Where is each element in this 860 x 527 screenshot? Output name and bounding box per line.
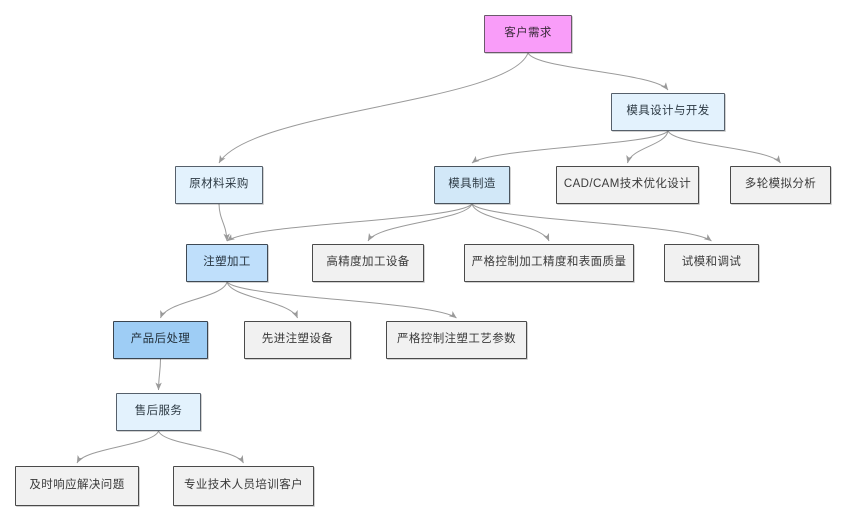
flow-node-strict_params[interactable]: 严格控制注塑工艺参数 — [386, 321, 527, 359]
flow-node-customer_demand[interactable]: 客户需求 — [484, 15, 572, 53]
flow-node-label: 原材料采购 — [189, 178, 249, 191]
flow-node-high_precision_eq[interactable]: 高精度加工设备 — [312, 244, 424, 282]
flow-edge-mold_design-to-cad_cam — [626, 130, 669, 164]
flow-node-label: CAD/CAM技术优化设计 — [563, 178, 692, 191]
flow-node-label: 多轮模拟分析 — [744, 178, 817, 191]
flow-edge-injection-to-post_process — [160, 281, 228, 319]
flow-node-post_process[interactable]: 产品后处理 — [113, 321, 208, 359]
flow-edge-mold_design-to-multi_sim — [667, 130, 781, 164]
flow-edge-injection-to-advanced_eq — [226, 281, 298, 319]
flow-node-label: 模具制造 — [448, 178, 496, 191]
flow-edge-mold_design-to-mold_manufacture — [471, 130, 669, 164]
flow-node-injection[interactable]: 注塑加工 — [186, 244, 268, 282]
flow-node-label: 注塑加工 — [203, 256, 251, 269]
flow-node-label: 严格控制加工精度和表面质量 — [471, 256, 627, 269]
flow-edge-mold_manufacture-to-injection — [226, 203, 473, 242]
flow-node-strict_machining[interactable]: 严格控制加工精度和表面质量 — [464, 244, 634, 282]
flow-node-label: 售后服务 — [134, 405, 183, 418]
flow-edge-after_sales-to-staff_training — [158, 430, 244, 464]
flow-node-label: 先进注塑设备 — [261, 333, 334, 346]
flow-edge-raw_material-to-injection — [218, 203, 230, 242]
flow-edge-customer_demand-to-raw_material — [218, 52, 529, 164]
flow-edge-injection-to-strict_params — [226, 281, 457, 319]
flow-edge-after_sales-to-quick_response — [76, 430, 159, 464]
flow-node-label: 试模和调试 — [681, 256, 742, 269]
flow-node-label: 及时响应解决问题 — [29, 479, 125, 492]
flow-node-trial_mold[interactable]: 试模和调试 — [664, 244, 759, 282]
flow-edge-mold_manufacture-to-strict_machining — [471, 203, 550, 242]
flow-node-staff_training[interactable]: 专业技术人员培训客户 — [173, 466, 314, 506]
flow-node-label: 产品后处理 — [130, 333, 191, 346]
flow-node-mold_design[interactable]: 模具设计与开发 — [611, 93, 725, 131]
flow-node-after_sales[interactable]: 售后服务 — [116, 393, 201, 431]
flow-node-label: 客户需求 — [504, 27, 552, 40]
flow-node-multi_sim[interactable]: 多轮模拟分析 — [730, 166, 831, 204]
flow-node-cad_cam[interactable]: CAD/CAM技术优化设计 — [556, 166, 699, 204]
flow-edge-post_process-to-after_sales — [155, 358, 162, 391]
flow-node-raw_material[interactable]: 原材料采购 — [175, 166, 263, 204]
flow-node-mold_manufacture[interactable]: 模具制造 — [434, 166, 510, 204]
flow-node-advanced_eq[interactable]: 先进注塑设备 — [244, 321, 351, 359]
flow-node-label: 严格控制注塑工艺参数 — [397, 333, 516, 346]
flow-edge-mold_manufacture-to-trial_mold — [471, 203, 712, 242]
flow-edge-mold_manufacture-to-high_precision_eq — [367, 203, 473, 242]
flow-node-label: 模具设计与开发 — [626, 105, 710, 118]
flow-node-label: 专业技术人员培训客户 — [184, 479, 303, 492]
flow-node-label: 高精度加工设备 — [326, 256, 410, 269]
flow-edge-customer_demand-to-mold_design — [527, 52, 669, 91]
flow-node-quick_response[interactable]: 及时响应解决问题 — [15, 466, 139, 506]
